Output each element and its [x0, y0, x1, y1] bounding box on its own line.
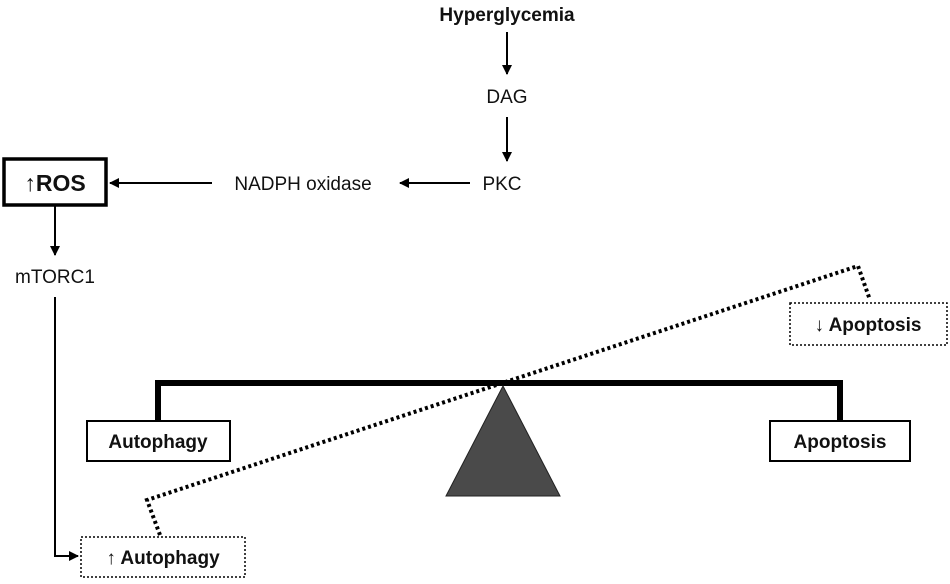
autophagy-label: Autophagy [108, 432, 208, 453]
fulcrum-triangle [445, 384, 561, 497]
ros-box [2, 157, 108, 207]
mtorc1-label: mTORC1 [15, 267, 95, 288]
tilted-dotted-beam [144, 263, 872, 536]
ros-text: ROS [36, 170, 86, 196]
apoptosis-decrease-box [789, 302, 948, 346]
arrow-mtorc1-to-autophagy [54, 297, 79, 561]
pkc-label: PKC [482, 174, 521, 195]
apoptosis-label: Apoptosis [794, 432, 887, 453]
hyperglycemia-label: Hyperglycemia [439, 5, 575, 26]
nadph-oxidase-label: NADPH oxidase [234, 174, 371, 195]
autophagy-increase-label: ↑ Autophagy [106, 548, 220, 569]
ros-up-arrow: ↑ [24, 170, 36, 196]
ros-label: ↑ROS [24, 170, 85, 196]
dag-label: DAG [486, 87, 527, 108]
apoptosis-box [769, 420, 911, 462]
autophagy-increase-box [80, 536, 246, 578]
autophagy-box [86, 420, 231, 462]
apoptosis-decrease-label: ↓ Apoptosis [815, 315, 922, 336]
